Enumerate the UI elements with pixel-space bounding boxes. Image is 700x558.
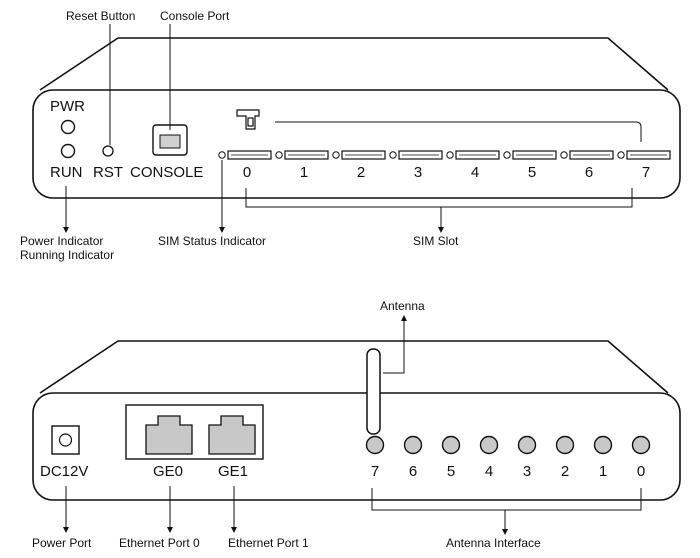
front-device-top	[39, 37, 669, 91]
antenna-callout-line	[383, 315, 407, 374]
antenna-interface-number: 5	[447, 463, 455, 480]
sim-slot-number: 5	[528, 164, 536, 181]
ethernet-port-0-callout: Ethernet Port 0	[119, 536, 200, 550]
ethernet-port-1-callout: Ethernet Port 1	[228, 536, 309, 550]
dc-jack-icon	[58, 433, 73, 447]
antenna-port-group: 7 6 5 4 3 2 1 0	[365, 435, 651, 480]
run-label: RUN	[50, 164, 83, 181]
antenna-interface-2[interactable]	[555, 435, 575, 455]
ethernet-port-ge0[interactable]	[145, 415, 193, 455]
power-port-callout: Power Port	[32, 536, 92, 550]
antenna-interface-5[interactable]	[441, 435, 461, 455]
rj45-icon	[208, 415, 256, 455]
sim-slot-callout: SIM Slot	[413, 234, 459, 248]
console-port-callout: Console Port	[160, 9, 230, 23]
sim-slot-number: 7	[642, 164, 650, 181]
antenna	[366, 348, 381, 435]
antenna-interface-number: 2	[561, 463, 569, 480]
sim-card-icon	[236, 109, 260, 130]
antenna-interface-0[interactable]	[631, 435, 651, 455]
antenna-interface-3[interactable]	[517, 435, 537, 455]
front-panel	[32, 37, 681, 199]
antenna-interface-6[interactable]	[403, 435, 423, 455]
antenna-interface-number: 3	[523, 463, 531, 480]
sim-slot-group: 0 1 2 3 4 5 6 7	[218, 150, 671, 181]
sim-status-indicator-callout: SIM Status Indicator	[158, 234, 266, 248]
dc-label: DC12V	[40, 463, 88, 480]
antenna-interface-number: 7	[371, 463, 379, 480]
power-indicator-callout: Power Indicator	[20, 234, 103, 248]
rj45-icon	[145, 415, 193, 455]
console-port-icon	[159, 134, 181, 149]
console-port[interactable]	[152, 124, 188, 156]
pwr-led-icon	[60, 119, 76, 135]
reset-button-callout: Reset Button	[66, 9, 135, 23]
running-indicator-callout: Running Indicator	[20, 248, 114, 262]
sim-status-led-icon	[560, 151, 568, 159]
pwr-label: PWR	[50, 98, 85, 115]
sim-slot-number: 4	[471, 164, 479, 181]
run-led-icon	[60, 143, 76, 159]
antenna-callout: Antenna	[380, 299, 425, 313]
antenna-interface-bracket	[371, 488, 642, 511]
antenna-interface-number: 0	[637, 463, 645, 480]
rear-device-face	[32, 392, 681, 501]
sim-status-led-icon	[389, 151, 397, 159]
console-label: CONSOLE	[130, 164, 203, 181]
antenna-interface-callout: Antenna Interface	[446, 536, 541, 550]
dc-power-port[interactable]	[51, 425, 80, 455]
ethernet-port-ge1[interactable]	[208, 415, 256, 455]
reset-button[interactable]	[102, 145, 114, 157]
antenna-interface-number: 6	[409, 463, 417, 480]
sim-status-led-icon	[446, 151, 454, 159]
sim-slot-number: 3	[414, 164, 422, 181]
sim-slot-bracket	[245, 188, 633, 208]
ge1-label: GE1	[218, 463, 248, 480]
sim-slot-number: 6	[585, 164, 593, 181]
sim-status-led-icon	[332, 151, 340, 159]
rst-label: RST	[93, 164, 123, 181]
sim-status-led-icon	[218, 151, 226, 159]
sim-slot-number: 1	[300, 164, 308, 181]
antenna-interface-1[interactable]	[593, 435, 613, 455]
sim-slot-number: 2	[357, 164, 365, 181]
sim-bracket-line	[275, 121, 642, 142]
rear-panel	[32, 340, 681, 501]
sim-status-led-icon	[503, 151, 511, 159]
antenna-interface-4[interactable]	[479, 435, 499, 455]
ge0-label: GE0	[153, 463, 183, 480]
antenna-interface-number: 4	[485, 463, 493, 480]
sim-slot-number: 0	[243, 164, 251, 181]
antenna-interface-7[interactable]	[365, 435, 385, 455]
rear-device-top	[39, 340, 669, 394]
sim-status-led-icon	[617, 151, 625, 159]
antenna-interface-number: 1	[599, 463, 607, 480]
front-device-face	[32, 89, 681, 199]
sim-status-led-icon	[275, 151, 283, 159]
